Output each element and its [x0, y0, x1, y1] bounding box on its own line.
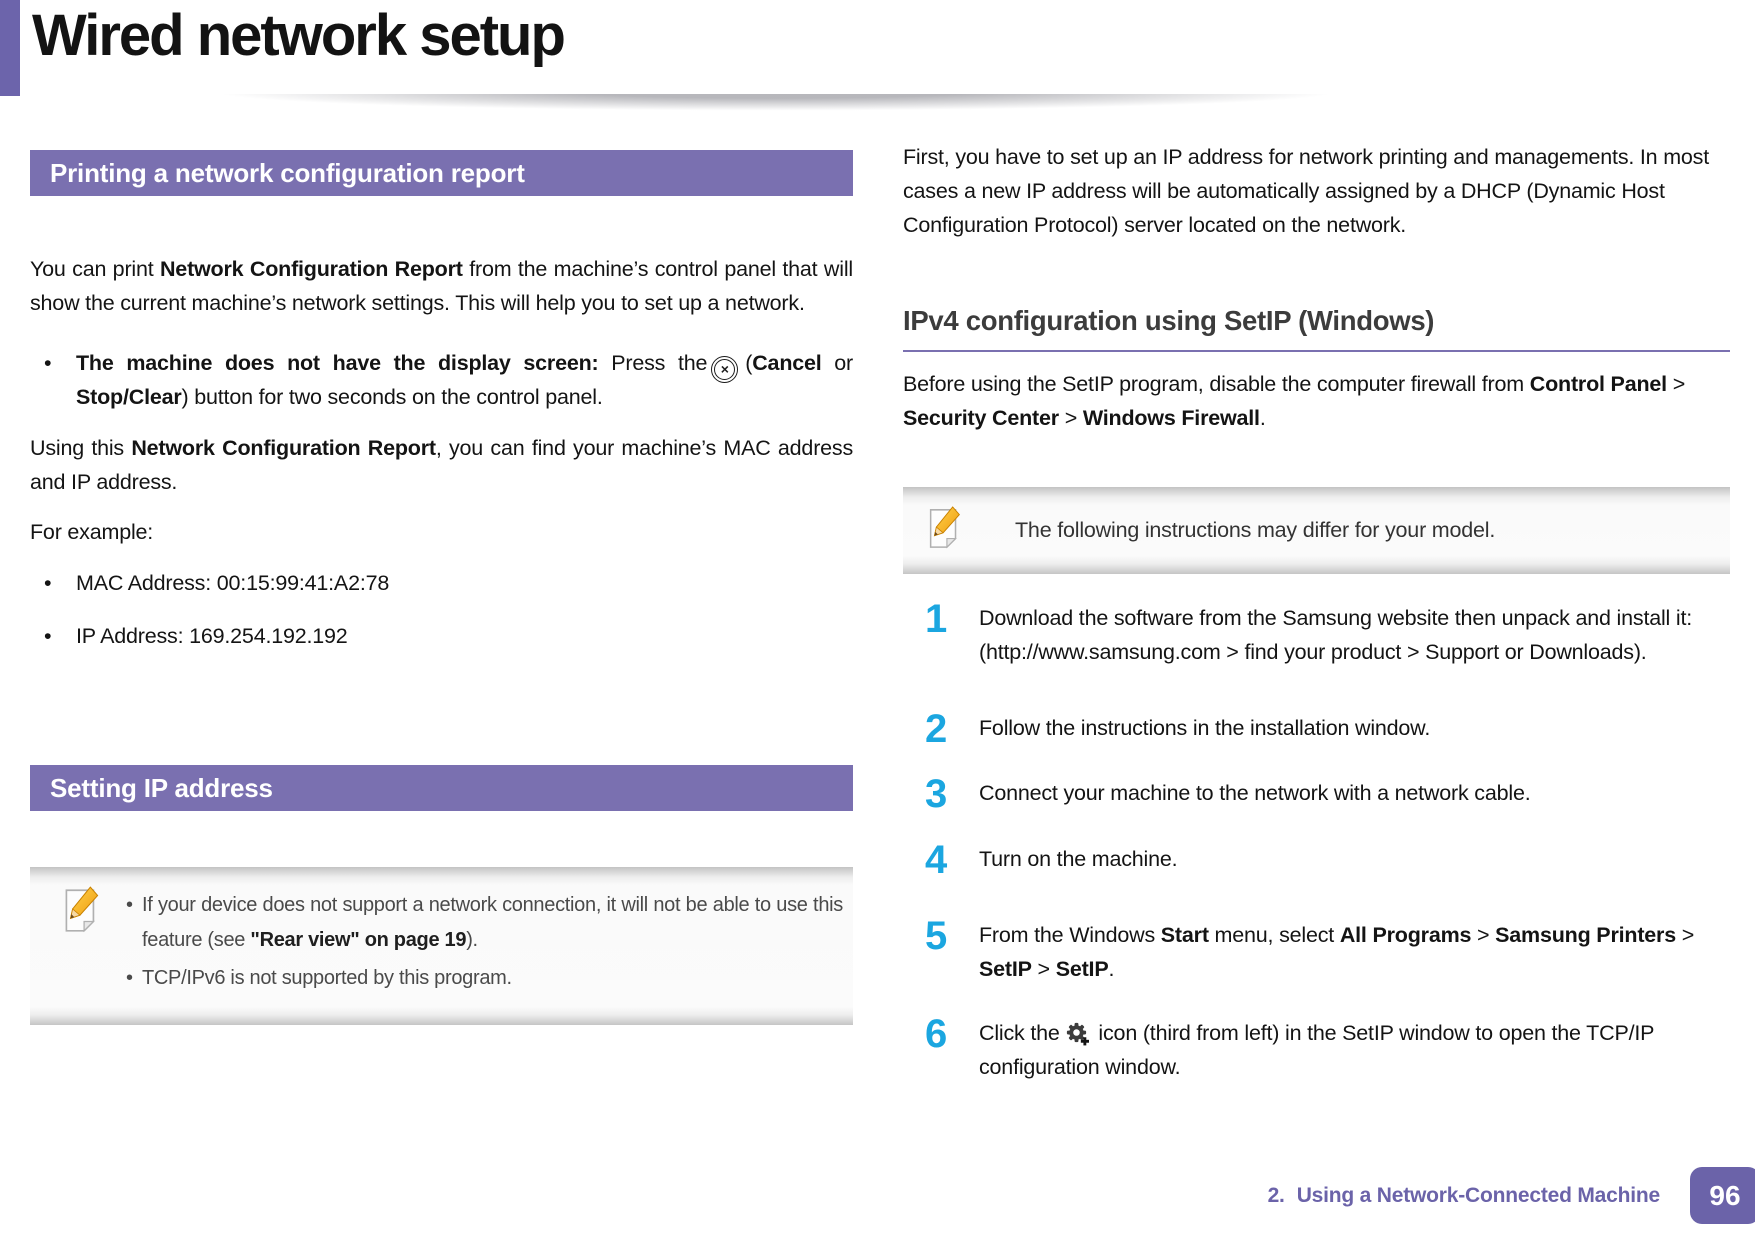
step-number: 3 [925, 772, 947, 816]
note-pencil-icon [923, 503, 967, 553]
step-item: 6 Click the icon (third from left) in t [903, 1014, 1730, 1084]
report-intro-paragraph: You can print Network Configuration Repo… [30, 257, 853, 315]
step-item: 4 Turn on the machine. [903, 840, 1730, 880]
note-content: If your device does not support a networ… [30, 867, 853, 996]
step-text: From the Windows Start menu, select All … [979, 923, 1695, 981]
setip-gear-plus-icon [1066, 1022, 1089, 1046]
firewall-paragraph: Before using the SetIP program, disable … [903, 372, 1686, 430]
footer-chapter-title: Using a Network-Connected Machine [1296, 1184, 1660, 1207]
step-number: 5 [925, 914, 947, 958]
step-text-post: icon (third from left) in the SetIP wind… [979, 1021, 1654, 1079]
step-item: 5 From the Windows Start menu, select Al… [903, 916, 1730, 986]
cancel-stop-button-icon [711, 355, 739, 383]
step-item: 3 Connect your machine to the network wi… [903, 774, 1730, 814]
note-item: TCP/IPv6 is not supported by this progra… [126, 961, 843, 996]
step-number: 4 [925, 838, 947, 882]
left-column: Printing a network configuration report … [30, 150, 854, 1025]
title-accent-bar [0, 0, 20, 96]
step-text: Click the icon (third from left) in the … [979, 1014, 1730, 1084]
page-title: Wired network setup [32, 3, 566, 68]
ip-setup-intro-paragraph: First, you have to set up an IP address … [903, 145, 1710, 237]
page-number: 96 [1709, 1179, 1741, 1211]
section-heading-ipv4-setip: IPv4 configuration using SetIP (Windows) [903, 305, 1730, 352]
bullet-text-pre: The machine does not have the display sc… [76, 351, 708, 375]
note-pencil-icon [58, 884, 106, 936]
step-number: 1 [925, 597, 947, 641]
note-text: The following instructions may differ fo… [1015, 518, 1496, 542]
footer-chapter: 2. Using a Network-Connected Machine [1267, 1184, 1661, 1208]
section-heading-printing-report: Printing a network configuration report [30, 150, 853, 196]
step-item: 1 Download the software from the Samsung… [903, 599, 1730, 669]
for-example-label: For example: [30, 520, 154, 544]
section-heading-setting-ip: Setting IP address [30, 765, 853, 811]
step-item: 2 Follow the instructions in the install… [903, 709, 1730, 749]
using-report-paragraph: Using this Network Configuration Report,… [30, 436, 854, 494]
note-box: If your device does not support a networ… [30, 867, 853, 1025]
page-number-badge: 96 [1690, 1167, 1755, 1224]
step-text: Download the software from the Samsung w… [979, 606, 1693, 664]
mac-address-bullet: MAC Address: 00:15:99:41:A2:78 [30, 566, 853, 600]
step-text: Connect your machine to the network with… [979, 781, 1531, 805]
right-column: First, you have to set up an IP address … [903, 140, 1730, 1084]
ip-address-bullet: IP Address: 169.254.192.192 [30, 619, 853, 653]
note-box: The following instructions may differ fo… [903, 487, 1730, 574]
title-divider-shadow [26, 94, 1526, 118]
steps-list: 1 Download the software from the Samsung… [903, 599, 1730, 1084]
step-number: 2 [925, 707, 947, 751]
note-item: If your device does not support a networ… [126, 888, 843, 958]
display-screen-bullet: The machine does not have the display sc… [30, 346, 853, 414]
step-text: Follow the instructions in the installat… [979, 716, 1431, 740]
step-text-pre: Click the [979, 1021, 1060, 1045]
step-text: Turn on the machine. [979, 847, 1178, 871]
step-number: 6 [925, 1012, 947, 1056]
cross-reference-link[interactable]: "Rear view" on page 19 [250, 929, 467, 951]
bullet-text-post: (Cancel or Stop/Clear) button for two se… [76, 351, 854, 409]
footer-chapter-number: 2. [1267, 1184, 1285, 1207]
